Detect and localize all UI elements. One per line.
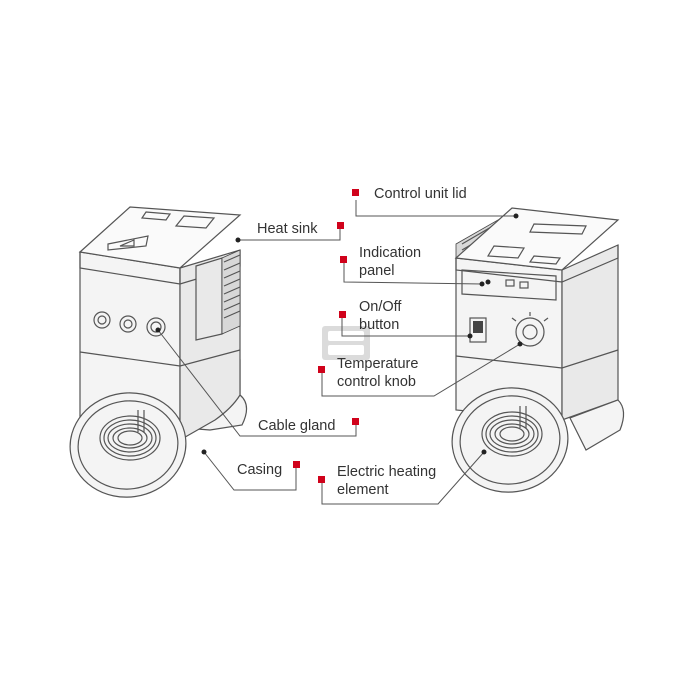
marker-on-off-button — [339, 311, 346, 318]
marker-control-unit-lid — [352, 189, 359, 196]
right-box-side — [561, 244, 619, 421]
label-temperature-control-knob-line-2: control knob — [337, 374, 416, 390]
temperature-knob-shape — [511, 312, 549, 347]
right-duct-opening — [451, 387, 569, 493]
left-duct-opening — [69, 392, 187, 498]
right-lid-window-icon — [486, 245, 526, 259]
left-lid-window-icon — [174, 215, 216, 229]
on-off-button-shape — [469, 317, 487, 343]
marker-heat-sink — [337, 222, 344, 229]
logo-watermark-icon — [322, 326, 370, 360]
marker-temperature-control-knob — [318, 366, 325, 373]
marker-electric-heating-element — [318, 476, 325, 483]
left-lid-top — [78, 206, 242, 269]
right-lid-plate-icon — [528, 255, 562, 265]
right-lid-triangle-icon — [529, 223, 587, 235]
label-heat-sink: Heat sink — [257, 221, 318, 237]
label-electric-heating-element-line-2: element — [337, 482, 389, 498]
label-casing: Casing — [237, 462, 283, 478]
left-cable-glands — [93, 311, 166, 337]
left-lid-plate-icon — [140, 211, 172, 221]
label-temperature-control-knob-line-1: Temperature — [337, 356, 419, 372]
label-indication-panel: Indication panel — [359, 244, 421, 280]
left-lid-triangle-icon — [107, 235, 149, 251]
right-lid-top — [454, 207, 620, 271]
marker-casing — [293, 461, 300, 468]
left-heater-unit — [69, 206, 248, 498]
label-electric-heating-element: Electric heating element — [337, 463, 436, 499]
indication-panel-shape — [461, 269, 557, 301]
marker-indication-panel — [340, 256, 347, 263]
label-electric-heating-element-line-1: Electric heating — [337, 464, 437, 480]
marker-cable-gland — [352, 418, 359, 425]
label-on-off-button-line-2: button — [359, 317, 400, 333]
label-temperature-control-knob: Temperature control knob — [337, 355, 418, 391]
label-on-off-button: On/Off button — [359, 298, 401, 334]
label-on-off-button-line-1: On/Off — [359, 299, 402, 315]
right-heater-unit — [451, 207, 625, 493]
label-control-unit-lid: Control unit lid — [374, 186, 467, 202]
leader-lines — [155, 200, 523, 505]
right-duct-back — [569, 399, 625, 451]
label-indication-panel-line-1: Indication — [359, 245, 422, 261]
label-indication-panel-line-2: panel — [359, 263, 395, 279]
label-cable-gland: Cable gland — [258, 418, 336, 434]
heat-sink-fins — [195, 249, 241, 341]
